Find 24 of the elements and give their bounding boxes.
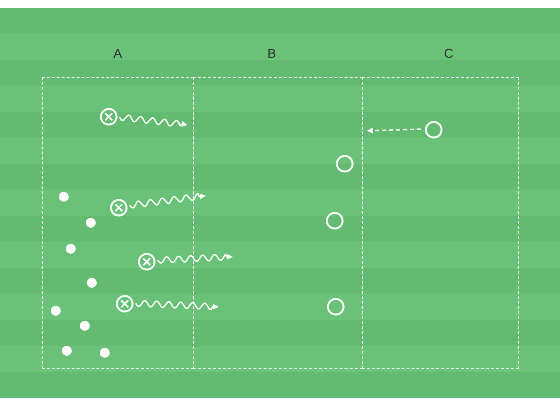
player-circle-icon	[336, 155, 354, 173]
cone-dot-icon	[59, 192, 69, 202]
player-cross-icon	[116, 295, 134, 313]
cone-dot-icon	[100, 348, 110, 358]
dribble-arrow	[119, 114, 188, 128]
dribble-arrow	[135, 300, 219, 310]
player-circle-icon	[425, 121, 443, 139]
pass-arrow	[367, 128, 422, 134]
dribble-arrow	[129, 192, 206, 209]
dribble-arrow	[157, 253, 233, 264]
cone-dot-icon	[51, 306, 61, 316]
cone-dot-icon	[62, 346, 72, 356]
player-cross-icon	[138, 253, 156, 271]
player-circle-icon	[326, 212, 344, 230]
cone-dot-icon	[80, 321, 90, 331]
cone-dot-icon	[87, 278, 97, 288]
player-cross-icon	[100, 108, 118, 126]
zone-letter: A	[112, 46, 124, 61]
cone-dot-icon	[86, 218, 96, 228]
zone-letter: B	[266, 46, 278, 61]
player-cross-icon	[110, 199, 128, 217]
cone-dot-icon	[66, 244, 76, 254]
zone-letter: C	[443, 46, 455, 61]
player-circle-icon	[327, 298, 345, 316]
